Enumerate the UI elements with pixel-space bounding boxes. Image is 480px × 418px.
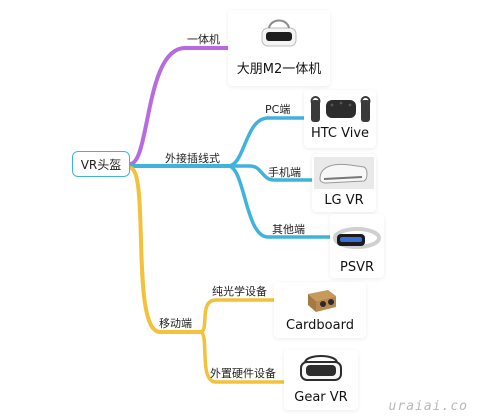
product-card-psvr: PSVR <box>330 214 384 278</box>
product-name-cardboard: Cardboard <box>286 318 354 333</box>
product-card-lg-vr: LG VR <box>312 154 376 212</box>
group-label-other: 其他端 <box>272 223 305 236</box>
root-node: VR头盔 <box>72 151 130 177</box>
group-label-optical: 纯光学设备 <box>212 285 267 298</box>
product-name-dapeng-m2: 大朋M2一体机 <box>236 62 322 77</box>
product-card-htc-vive: HTC Vive <box>304 90 376 148</box>
product-name-lg-vr: LG VR <box>324 193 364 208</box>
branch-label-wired: 外接插线式 <box>165 152 220 165</box>
psvr-headset-icon <box>333 227 381 249</box>
product-card-cardboard: Cardboard <box>274 282 366 338</box>
product-card-gear-vr: Gear VR <box>284 350 358 410</box>
branch-label-mobile: 移动端 <box>159 317 192 330</box>
root-label: VR头盔 <box>80 157 122 172</box>
connector-all-in-one <box>128 46 230 166</box>
gear-vr-headset-icon <box>300 355 342 381</box>
product-name-htc-vive: HTC Vive <box>310 126 370 141</box>
connector-mobile <box>226 164 314 182</box>
connector-optical <box>198 298 276 334</box>
all-in-one-headset-icon <box>261 19 297 47</box>
group-label-pc: PC端 <box>265 103 291 116</box>
cardboard-viewer-icon <box>308 290 336 312</box>
group-label-mobile: 手机端 <box>268 166 301 179</box>
htc-vive-headset-icon <box>310 96 371 122</box>
lg-vr-headset-icon <box>314 157 374 189</box>
connector-mobile-branch <box>128 166 202 334</box>
branch-label-all-in-one: 一体机 <box>187 33 220 46</box>
product-name-gear-vr: Gear VR <box>294 390 348 405</box>
connector-pc <box>226 116 306 168</box>
group-label-external-hw: 外置硬件设备 <box>210 367 276 380</box>
product-name-psvr: PSVR <box>339 260 375 275</box>
product-card-dapeng-m2: 大朋M2一体机 <box>228 10 330 86</box>
watermark: uraiai.co <box>388 399 468 414</box>
connector-other <box>226 164 332 239</box>
connector-external-hw <box>198 330 286 384</box>
